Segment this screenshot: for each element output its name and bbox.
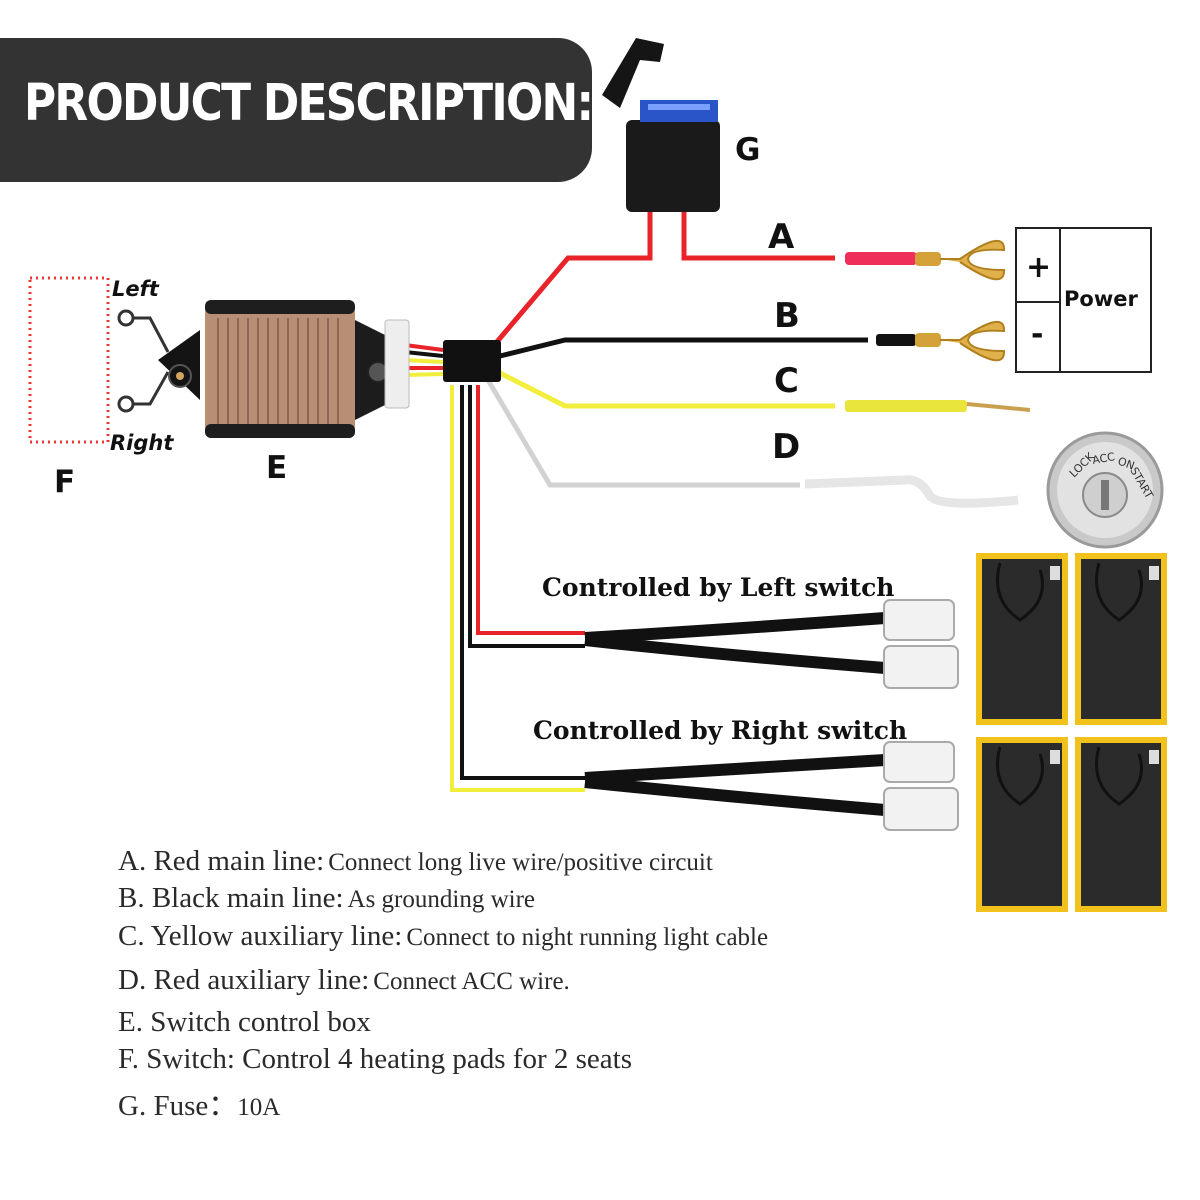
white-sleeve (804, 475, 1019, 508)
yellow-sleeve (845, 400, 967, 412)
switch-contacts (117, 309, 170, 413)
switch-control-box (158, 300, 410, 438)
wire-black-main (499, 337, 868, 359)
left-switch-caption: Controlled by Left switch (542, 573, 894, 602)
wire-red-left (476, 385, 585, 635)
red-sleeve (845, 252, 917, 265)
ignition-acc: ACC (1091, 450, 1116, 467)
power-box (1015, 227, 1152, 373)
power-label: Power (1064, 287, 1138, 311)
legend-item-e: E. Switch control box (118, 1006, 371, 1038)
wire-splitter (443, 340, 501, 382)
fork-terminal-a (915, 239, 1006, 281)
heating-pad-1 (976, 553, 1068, 725)
wire-red-main-a (488, 212, 653, 352)
legend-item-d: D. Red auxiliary line: Connect ACC wire. (118, 964, 570, 996)
legend-item-b: B. Black main line: As grounding wire (118, 882, 535, 914)
legend-item-a: A. Red main line: Connect long live wire… (118, 845, 713, 877)
fuse-body (626, 120, 720, 212)
heating-pad-3 (976, 737, 1068, 912)
switch-outline (28, 276, 110, 444)
label-e: E (266, 450, 287, 486)
label-b: B (774, 296, 800, 336)
label-g: G (735, 132, 760, 168)
wire-yellow-right (450, 385, 585, 792)
legend-item-g: G. Fuse：10A (118, 1090, 281, 1122)
page-title: PRODUCT DESCRIPTION: (24, 74, 594, 133)
right-pad-connector (584, 741, 959, 831)
label-d: D (772, 427, 800, 467)
wire-black-right (460, 385, 585, 780)
legend-item-c: C. Yellow auxiliary line: Connect to nig… (118, 920, 769, 952)
label-f: F (54, 464, 75, 500)
fuse-cap (602, 38, 664, 108)
right-switch-caption: Controlled by Right switch (533, 716, 907, 745)
heating-pad-4 (1075, 737, 1167, 912)
heating-pad-2 (1075, 553, 1167, 725)
left-pad-connector (584, 599, 959, 689)
fuse-holder (602, 38, 720, 212)
fuse-blade (640, 100, 718, 122)
label-a: A (768, 217, 795, 257)
power-minus: - (1031, 317, 1043, 352)
switch-left-label: Left (112, 277, 160, 301)
fork-terminal-b (915, 320, 1006, 362)
legend-item-f: F. Switch: Control 4 heating pads for 2 … (118, 1043, 632, 1075)
ignition-switch-icon (1046, 431, 1164, 549)
wire-yellow-aux (496, 369, 835, 409)
ignition-on: ON (1116, 455, 1136, 473)
wire-black-left (468, 385, 585, 648)
wire-red-main-b (681, 212, 835, 261)
label-c: C (774, 361, 799, 401)
power-plus: + (1026, 250, 1051, 285)
switch-right-label: Right (110, 431, 174, 455)
wire-white-aux (485, 378, 800, 488)
title-banner (0, 38, 592, 182)
